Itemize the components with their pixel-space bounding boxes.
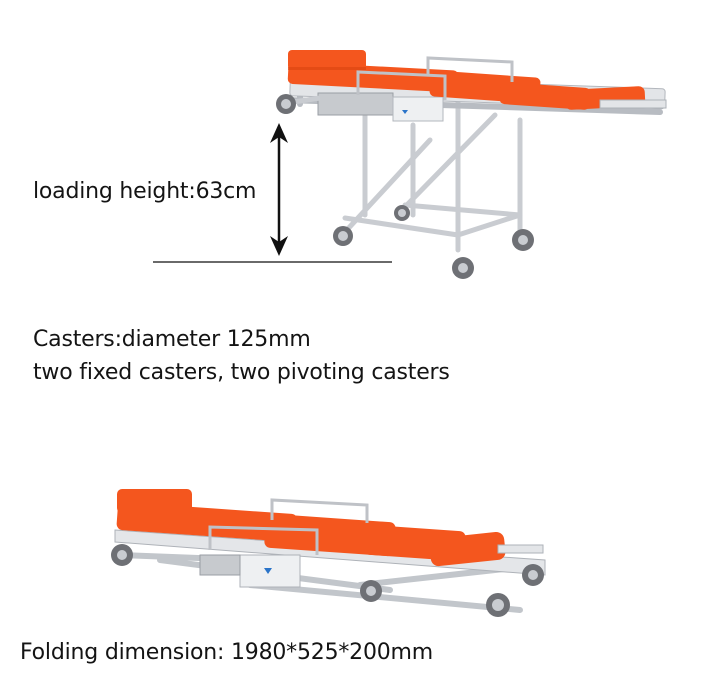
caster-configuration-label: two fixed casters, two pivoting casters bbox=[33, 360, 450, 385]
caster-diameter-label: Casters:diameter 125mm bbox=[33, 327, 311, 352]
double-arrow-vertical-icon bbox=[270, 123, 288, 256]
folding-dimension-label: Folding dimension: 1980*525*200mm bbox=[20, 640, 434, 665]
loading-height-label: loading height:63cm bbox=[33, 179, 257, 204]
